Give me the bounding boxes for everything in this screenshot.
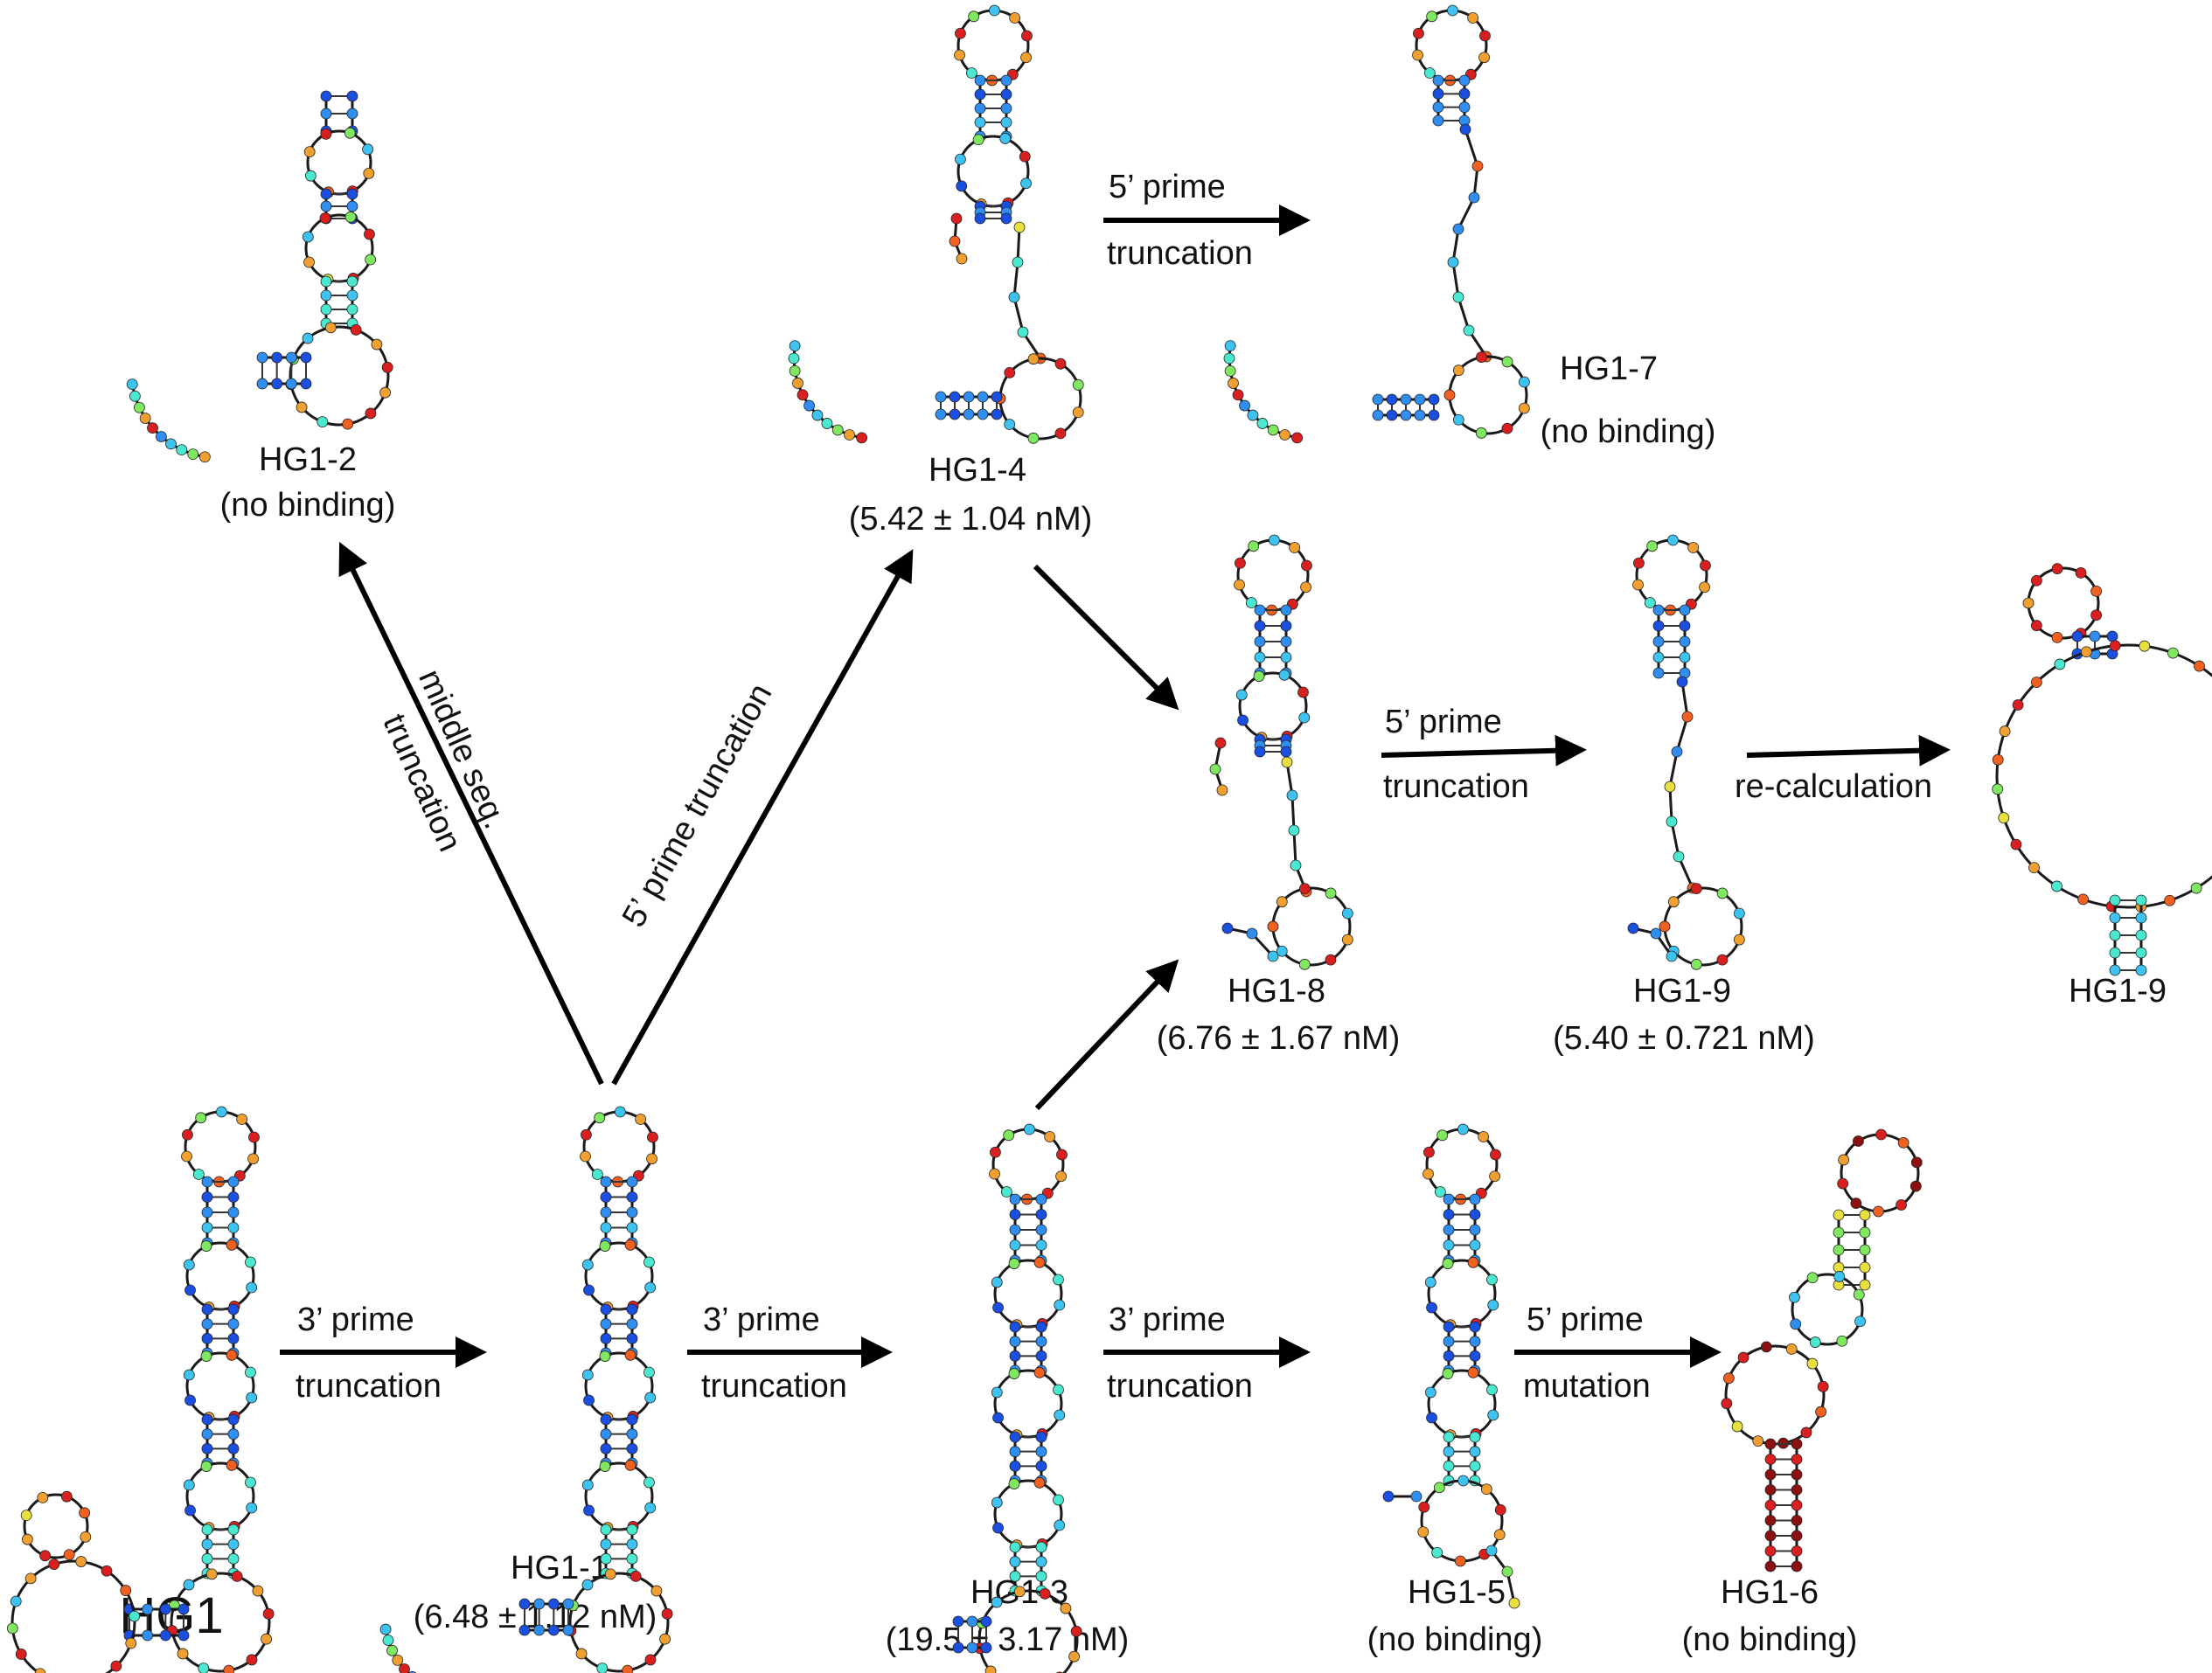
structure-hg1-4 — [788, 4, 1084, 444]
structure-name: HG1-2 — [259, 441, 357, 478]
structure-hg1-8 — [1209, 534, 1353, 970]
rotated-label-middle: middle seq. truncation — [375, 664, 513, 857]
structure-kd: (no binding) — [220, 487, 396, 524]
structure-hg1-9 — [1627, 534, 1745, 970]
transition-label: 3’ prime — [1109, 1302, 1226, 1338]
structure-hg1-6 — [1721, 1128, 1923, 1572]
arrow-hg1-8-to-hg1-9 — [1381, 734, 1587, 767]
structure-name: HG1-4 — [929, 452, 1026, 489]
transition-labels: 3’ prime truncation 3’ prime truncation … — [296, 169, 1932, 1405]
structure-name: HG1-8 — [1228, 973, 1325, 1010]
structure-hg1-7 — [1223, 4, 1530, 444]
transition-label: truncation — [1107, 235, 1253, 272]
transition-label: truncation — [701, 1368, 847, 1405]
structure-kd: (no binding) — [1367, 1621, 1543, 1658]
structure-kd: (5.42 ± 1.04 nM) — [849, 501, 1093, 538]
structure-kd: (no binding) — [1682, 1621, 1858, 1658]
arrow-hg1-1-to-hg1-4 — [611, 549, 914, 1086]
structure-hg1-5 — [1382, 1123, 1520, 1609]
transition-label: 3’ prime — [297, 1302, 414, 1338]
arrow-hg1-9-recalc — [1746, 734, 1951, 767]
arrow-hg1-1-to-hg1-2 — [338, 541, 604, 1086]
structure-labels: HG1 HG1-1 (6.48 ± 1.12 nM) HG1-2 (no bin… — [119, 351, 2167, 1658]
arrow-hg1-3-to-hg1-8 — [1034, 959, 1179, 1111]
secondary-structures — [6, 4, 2212, 1673]
structure-kd: (no binding) — [1541, 413, 1716, 450]
structure-kd: (6.76 ± 1.67 nM) — [1157, 1020, 1401, 1057]
structure-kd: (5.40 ± 0.721 nM) — [1553, 1020, 1815, 1057]
transition-label: 5’ prime — [1385, 704, 1502, 740]
transition-label: truncation — [1383, 768, 1529, 805]
arrow-hg1-4-to-hg1-8 — [1033, 564, 1179, 711]
transition-label: truncation — [296, 1368, 442, 1405]
transition-label: truncation — [1107, 1368, 1253, 1405]
transition-label: 5’ prime — [1527, 1302, 1644, 1338]
structure-hg1-2 — [126, 90, 393, 463]
structure-name: HG1-9 — [1633, 973, 1731, 1010]
structure-hg1-1 — [379, 1106, 673, 1673]
arrows — [280, 205, 1951, 1368]
transition-label: re-calculation — [1735, 768, 1932, 805]
rotated-label-5prime: 5’ prime truncation — [616, 677, 780, 934]
structure-hg1-3 — [952, 1123, 1082, 1673]
structure-name: HG1-6 — [1721, 1574, 1819, 1611]
transition-label: mutation — [1523, 1368, 1651, 1405]
structure-name: HG1-5 — [1408, 1574, 1506, 1611]
transition-label: 3’ prime — [703, 1302, 820, 1338]
transition-label: 5’ prime truncation — [616, 677, 780, 934]
transition-label: 5’ prime — [1109, 169, 1226, 205]
structure-hg1-9-recalc — [1992, 563, 2212, 976]
structure-name: HG1-9 — [2069, 973, 2167, 1010]
structure-name: HG1-7 — [1560, 351, 1658, 387]
structure-hg1 — [6, 1106, 275, 1673]
structure-kd: (19.5 ± 3.17 nM) — [886, 1621, 1130, 1658]
